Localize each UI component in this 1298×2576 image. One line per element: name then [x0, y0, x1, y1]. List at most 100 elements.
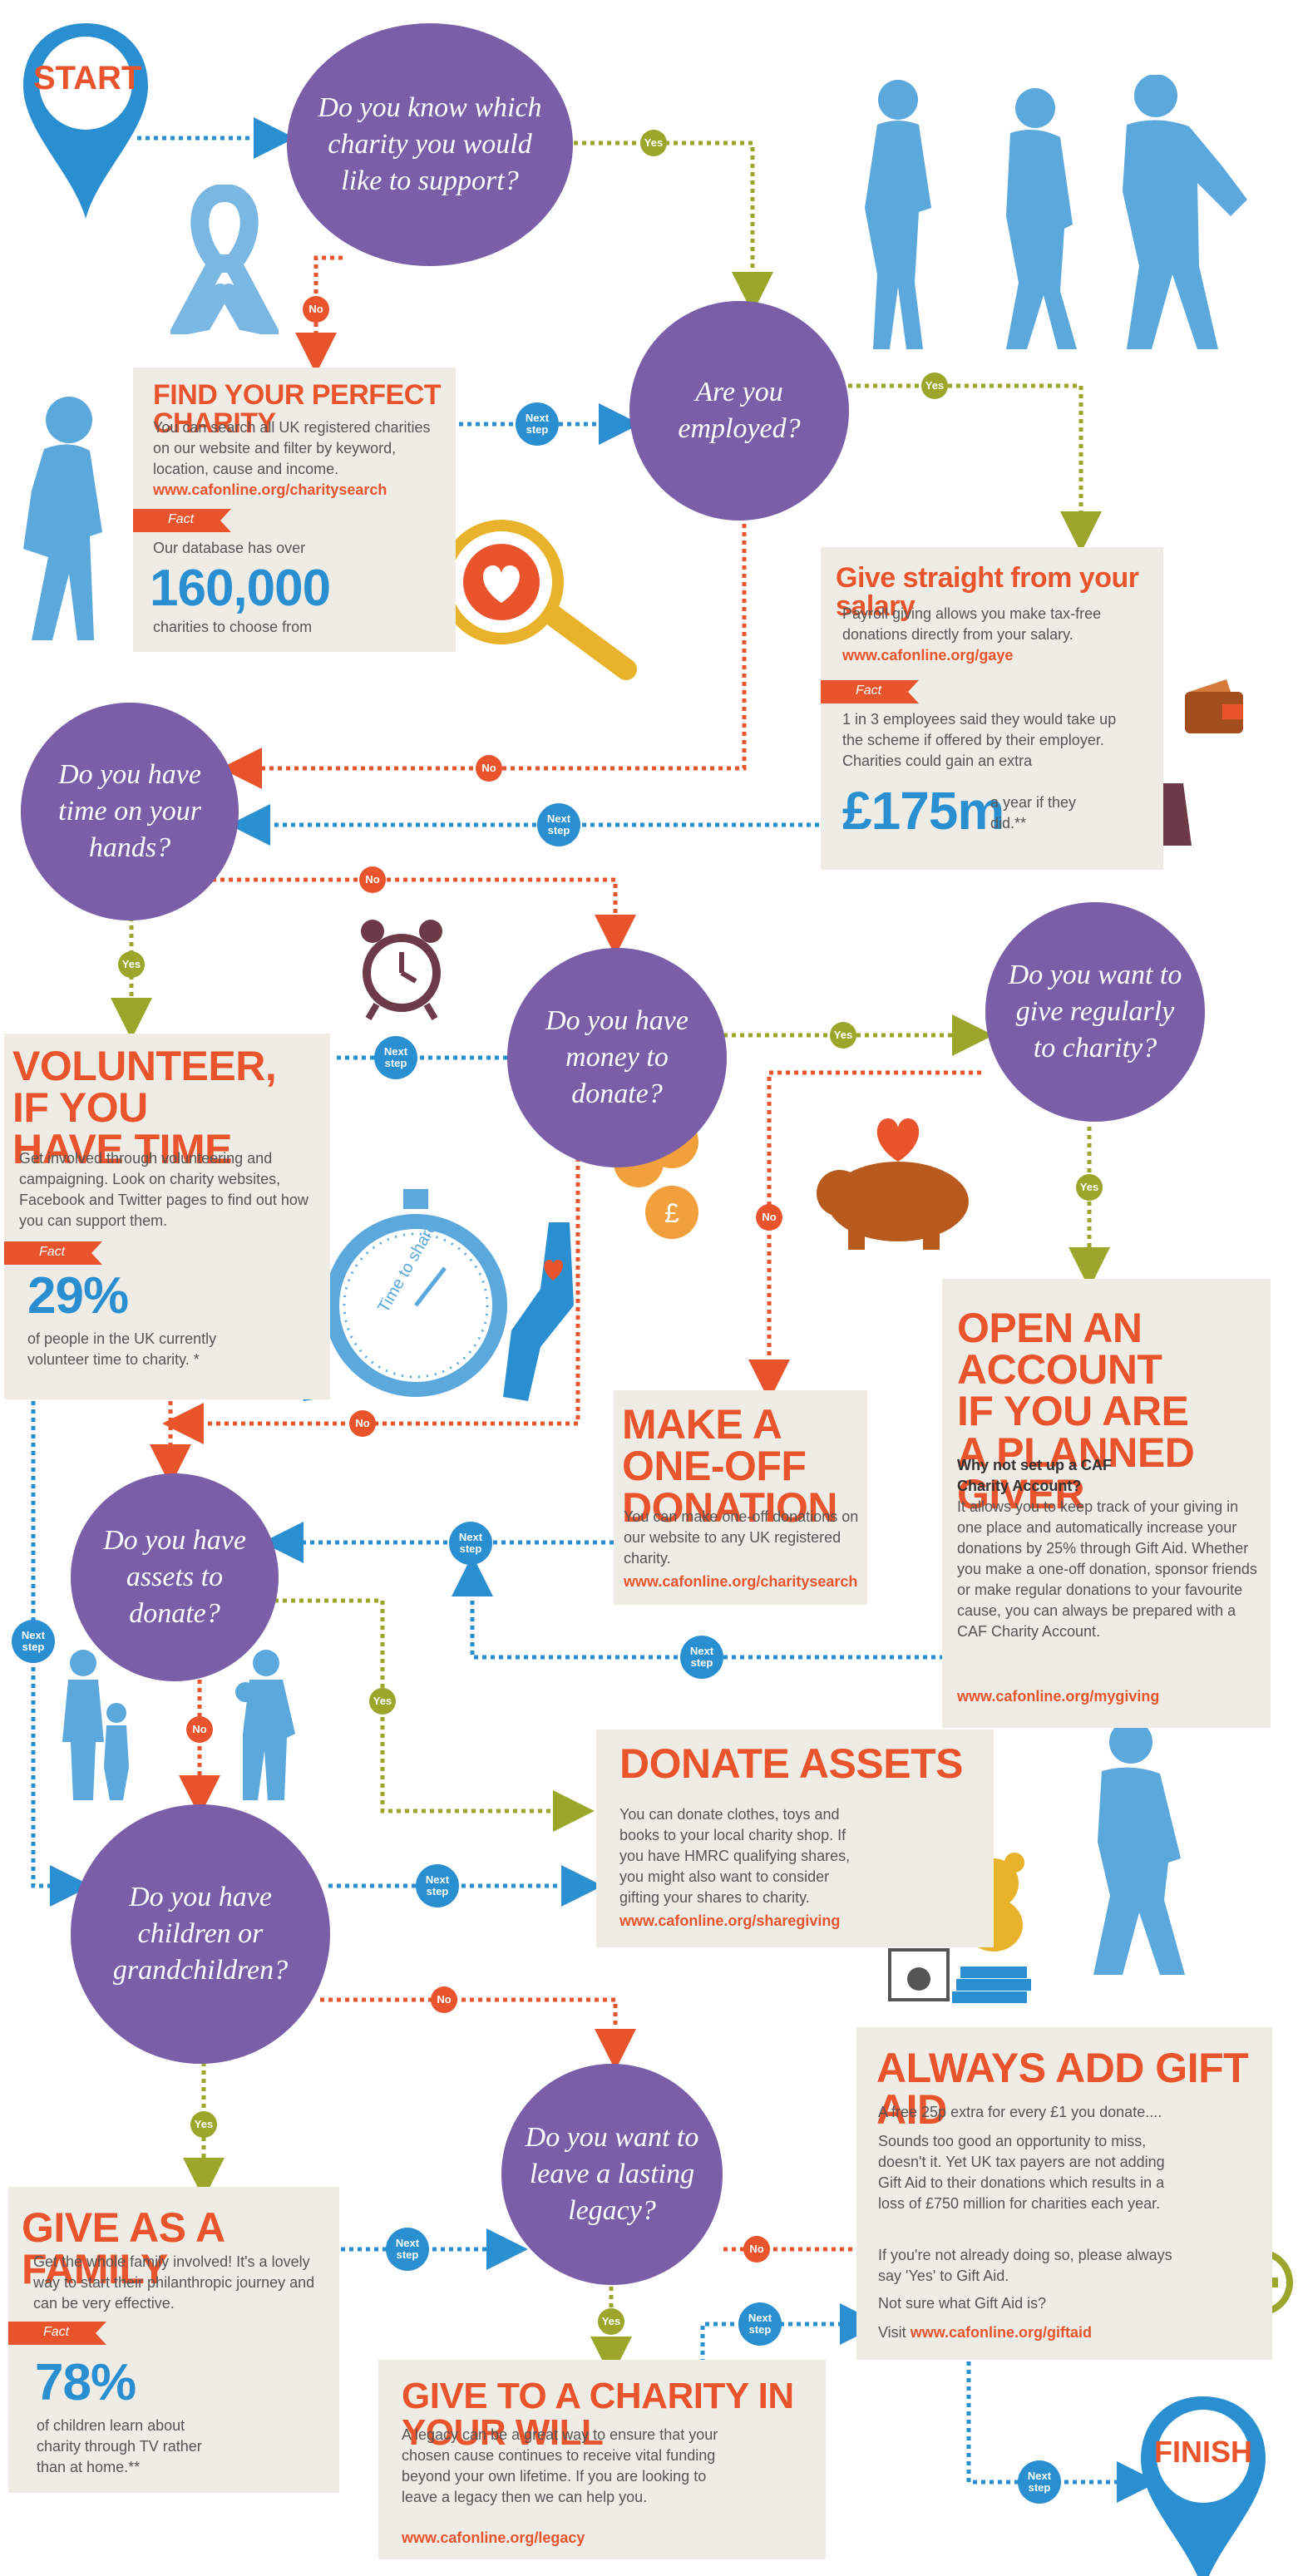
- question-children: Do you have children or grandchildren?: [71, 1804, 330, 2064]
- find-charity-fact-after: charities to choose from: [153, 619, 313, 635]
- family-fact-number: 78%: [35, 2354, 136, 2411]
- find-charity-fact-number: 160,000: [150, 560, 331, 617]
- will-title: GIVE TO A CHARITY IN YOUR WILL: [402, 2376, 794, 2453]
- no-tag: No: [349, 1410, 376, 1437]
- gift-aid-link[interactable]: www.cafonline.org/giftaid: [910, 2324, 1093, 2341]
- find-charity-box: FIND YOUR PERFECT CHARITY You can search…: [133, 368, 456, 652]
- next-step-tag: Next step: [537, 803, 580, 846]
- salary-fact-number: £175m: [842, 781, 1004, 841]
- account-title: OPEN AN ACCOUNT IF YOU ARE A PLANNED GIV…: [957, 1305, 1195, 1517]
- salary-title: Give straight from your salary: [836, 562, 1139, 622]
- gift-aid-p2: Sounds too good an opportunity to miss, …: [878, 2133, 1165, 2212]
- finish-pin-icon: [1141, 2396, 1266, 2576]
- family-silhouette-icon: [62, 1650, 295, 1800]
- piggy-bank-icon: [817, 1118, 969, 1250]
- gift-aid-box: ALWAYS ADD GIFT AID A free 25p extra for…: [856, 2027, 1272, 2360]
- gift-aid-visit: Visit www.cafonline.org/giftaid: [878, 2322, 1092, 2343]
- yes-tag: Yes: [1076, 1174, 1103, 1201]
- next-step-tag: Next step: [386, 2228, 429, 2271]
- next-step-tag: Next step: [516, 402, 559, 446]
- volunteer-body: Get involved through volunteering and ca…: [19, 1150, 308, 1229]
- no-tag: No: [476, 755, 502, 782]
- one-off-body: You can make one-off donations on our we…: [624, 1508, 859, 1567]
- assets-link[interactable]: www.cafonline.org/sharegiving: [619, 1912, 841, 1929]
- question-regularly: Do you want to give regularly to charity…: [985, 902, 1205, 1122]
- next-step-tag: Next step: [416, 1864, 459, 1907]
- account-body: It allows you to keep track of your givi…: [957, 1498, 1257, 1640]
- one-off-link[interactable]: www.cafonline.org/charitysearch: [624, 1573, 858, 1590]
- wallet-icon: [1185, 679, 1243, 733]
- family-fact-after: of children learn about charity through …: [37, 2417, 202, 2475]
- volunteer-fact-number: 29%: [27, 1267, 129, 1325]
- next-step-tag: Next step: [12, 1620, 55, 1663]
- family-title: GIVE AS A FAMILY: [22, 2204, 224, 2292]
- salary-fact-after: a year if they did.**: [990, 794, 1077, 832]
- svg-text:£: £: [664, 1198, 679, 1228]
- salary-link[interactable]: www.cafonline.org/gaye: [842, 647, 1014, 664]
- question-assets: Do you have assets to donate?: [71, 1473, 279, 1681]
- assets-body: You can donate clothes, toys and books t…: [619, 1806, 851, 1906]
- account-link[interactable]: www.cafonline.org/mygiving: [957, 1688, 1160, 1705]
- magnifying-glass-heart-icon: [439, 520, 637, 680]
- fact-label: Fact: [39, 1245, 66, 1259]
- volunteer-title: VOLUNTEER, IF YOU HAVE TIME: [12, 1043, 277, 1172]
- fact-badge: Fact: [4, 1241, 102, 1265]
- no-tag: No: [186, 1716, 213, 1743]
- find-charity-link[interactable]: www.cafonline.org/charitysearch: [153, 481, 387, 498]
- question-employed: Are you employed?: [629, 301, 849, 521]
- account-box: OPEN AN ACCOUNT IF YOU ARE A PLANNED GIV…: [942, 1279, 1271, 1728]
- gift-aid-p4: Not sure what Gift Aid is?: [878, 2295, 1047, 2312]
- next-step-tag: Next step: [374, 1036, 417, 1079]
- assets-box: DONATE ASSETS You can donate clothes, to…: [596, 1730, 994, 1947]
- yes-tag: Yes: [830, 1022, 856, 1049]
- fact-badge: Fact: [133, 509, 231, 532]
- gift-aid-p3: If you're not already doing so, please a…: [878, 2247, 1172, 2284]
- start-pin-icon: [23, 23, 148, 219]
- assets-title: DONATE ASSETS: [619, 1740, 963, 1787]
- yes-tag: Yes: [369, 1688, 396, 1715]
- yes-tag: Yes: [118, 951, 145, 978]
- no-tag: No: [303, 296, 329, 323]
- family-body: Get the whole family involved! It's a lo…: [33, 2253, 315, 2312]
- salary-body: Payroll giving allows you make tax-free …: [842, 605, 1102, 643]
- gift-aid-visit-label: Visit: [878, 2324, 906, 2341]
- will-link[interactable]: www.cafonline.org/legacy: [402, 2529, 585, 2546]
- fact-badge: Fact: [8, 2322, 106, 2345]
- find-charity-title: FIND YOUR PERFECT CHARITY: [153, 379, 442, 439]
- yes-tag: Yes: [598, 2308, 624, 2335]
- awareness-ribbon-icon: [170, 185, 279, 334]
- man-walking-icon: [1093, 1720, 1185, 1975]
- question-legacy: Do you want to leave a lasting legacy?: [501, 2064, 723, 2285]
- no-tag: No: [359, 866, 386, 893]
- volunteer-fact-after: of people in the UK currently volunteer …: [27, 1330, 217, 1368]
- yes-tag: Yes: [640, 130, 667, 156]
- find-charity-body: You can search all UK registered chariti…: [153, 419, 431, 477]
- one-off-title: MAKE A ONE-OFF DONATION: [622, 1401, 837, 1531]
- walking-people-icon: [865, 75, 1247, 349]
- question-money: Do you have money to donate?: [507, 948, 727, 1167]
- alarm-clock-icon: [361, 920, 442, 1021]
- start-label: START: [33, 60, 142, 96]
- fact-label: Fact: [856, 683, 882, 698]
- next-step-tag: Next step: [680, 1636, 723, 1679]
- woman-walking-icon: [23, 397, 102, 640]
- gift-aid-p1: A free 25p extra for every £1 you donate…: [878, 2104, 1162, 2120]
- fact-label: Fact: [43, 2325, 70, 2339]
- question-know-charity: Do you know which charity you would like…: [287, 23, 573, 266]
- one-off-box: MAKE A ONE-OFF DONATION You can make one…: [614, 1390, 867, 1605]
- volunteer-box: VOLUNTEER, IF YOU HAVE TIME Get involved…: [4, 1034, 330, 1399]
- salary-box: Give straight from your salary Payroll g…: [821, 547, 1163, 870]
- finish-label: FINISH: [1153, 2435, 1252, 2469]
- fact-badge: Fact: [821, 680, 919, 703]
- find-charity-fact-text: Our database has over: [153, 540, 306, 556]
- next-step-tag: Next step: [738, 2302, 782, 2346]
- no-tag: No: [756, 1204, 782, 1231]
- fact-label: Fact: [168, 512, 195, 526]
- gift-aid-title: ALWAYS ADD GIFT AID: [876, 2045, 1249, 2133]
- salary-fact-text: 1 in 3 employees said they would take up…: [842, 711, 1117, 769]
- yes-tag: Yes: [190, 2111, 217, 2138]
- yes-tag: Yes: [921, 373, 948, 399]
- will-body: A legacy can be a great way to ensure th…: [402, 2426, 718, 2505]
- next-step-tag: Next step: [1018, 2460, 1061, 2504]
- family-box: GIVE AS A FAMILY Get the whole family in…: [8, 2187, 339, 2493]
